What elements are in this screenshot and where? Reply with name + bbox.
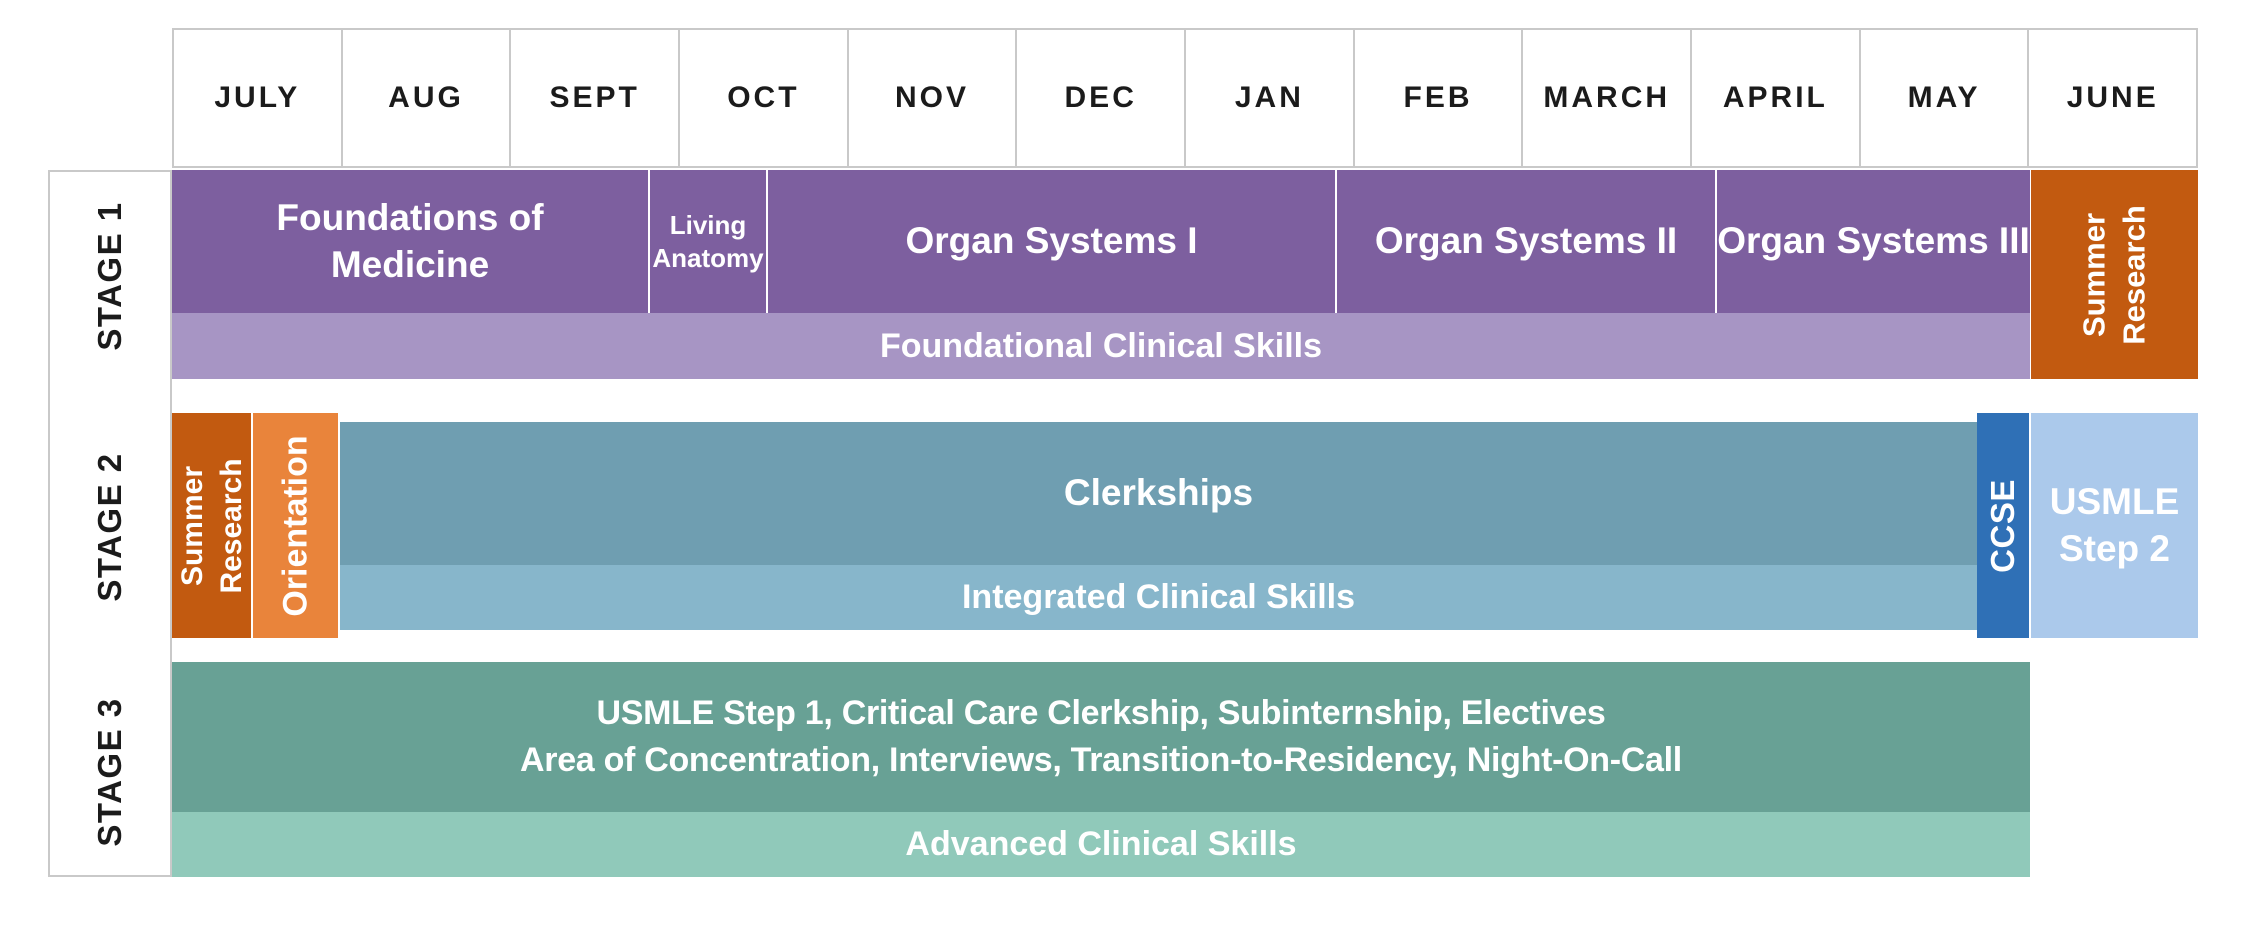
month-cell-june: JUNE: [2066, 81, 2159, 114]
month-cell-march: MARCH: [1523, 30, 1693, 166]
band-foundational-clinical-skills-label: Foundational Clinical Skills: [879, 326, 1323, 365]
month-cell-may: MAY: [1861, 30, 2030, 166]
month-cell-feb: FEB: [1355, 30, 1524, 166]
band-advanced-clinical-skills: Advanced Clinical Skills: [172, 812, 2030, 877]
stage-label-column: STAGE 1 STAGE 2 STAGE 3: [48, 170, 172, 877]
block-organ-systems-3: Organ Systems III: [1717, 170, 2030, 313]
band-integrated-clinical-skills: Integrated Clinical Skills: [340, 565, 1977, 630]
band-integrated-clinical-skills-label: Integrated Clinical Skills: [961, 578, 1355, 616]
block-summer-research-stage2-label: Summer Research: [175, 457, 248, 594]
month-cell-april: APRIL: [1692, 30, 1861, 166]
month-cell-aug: AUG: [343, 30, 512, 166]
block-summer-research-stage1-label: Summer Research: [2076, 204, 2152, 345]
block-summer-research-stage1: Summer Research: [2031, 170, 2198, 379]
block-ccse: CCSE: [1977, 413, 2029, 638]
block-living-anatomy: Living Anatomy: [650, 170, 766, 313]
block-orientation-label: Orientation: [276, 434, 314, 617]
block-living-anatomy-label: Living Anatomy: [652, 210, 764, 273]
stage-1-label: STAGE 1: [91, 201, 128, 351]
block-summer-research-stage2: Summer Research: [172, 413, 251, 638]
block-clerkships-label: Clerkships: [1063, 472, 1254, 514]
block-organ-systems-1: Organ Systems I: [768, 170, 1335, 313]
month-cell-dec: DEC: [1017, 30, 1187, 166]
stage-3-label: STAGE 3: [91, 697, 128, 847]
block-usmle-step2-label: USMLE Step 2: [2049, 481, 2180, 569]
block-clerkships: Clerkships: [340, 422, 1977, 565]
band-foundational-clinical-skills: Foundational Clinical Skills: [172, 313, 2030, 379]
month-cell-nov: NOV: [849, 30, 1018, 166]
block-stage3-main: USMLE Step 1, Critical Care Clerkship, S…: [172, 662, 2030, 812]
block-foundations-of-medicine: Foundations of Medicine: [172, 170, 648, 313]
block-organ-systems-2: Organ Systems II: [1337, 170, 1715, 313]
month-cell-oct: OCT: [680, 30, 849, 166]
month-cell-july: JULY: [174, 30, 343, 166]
stage-2-label: STAGE 2: [91, 452, 128, 602]
block-usmle-step2: USMLE Step 2: [2031, 413, 2198, 638]
block-orientation: Orientation: [253, 413, 338, 638]
month-cell-sept: SEPT: [511, 30, 681, 166]
stage3-line2: Area of Concentration, Interviews, Trans…: [520, 741, 1682, 779]
month-header-row: JULY AUG SEPT OCT NOV DEC JAN FEB MARCH …: [172, 28, 2198, 168]
block-foundations-of-medicine-label: Foundations of Medicine: [276, 197, 544, 285]
block-organ-systems-1-label: Organ Systems I: [905, 220, 1198, 262]
band-advanced-clinical-skills-label: Advanced Clinical Skills: [905, 825, 1297, 863]
month-cell-jan: JAN: [1186, 30, 1355, 166]
stage3-line1: USMLE Step 1, Critical Care Clerkship, S…: [596, 694, 1606, 732]
block-organ-systems-3-label: Organ Systems III: [1717, 220, 2030, 262]
block-organ-systems-2-label: Organ Systems II: [1374, 220, 1678, 262]
block-ccse-label: CCSE: [1984, 478, 2021, 573]
